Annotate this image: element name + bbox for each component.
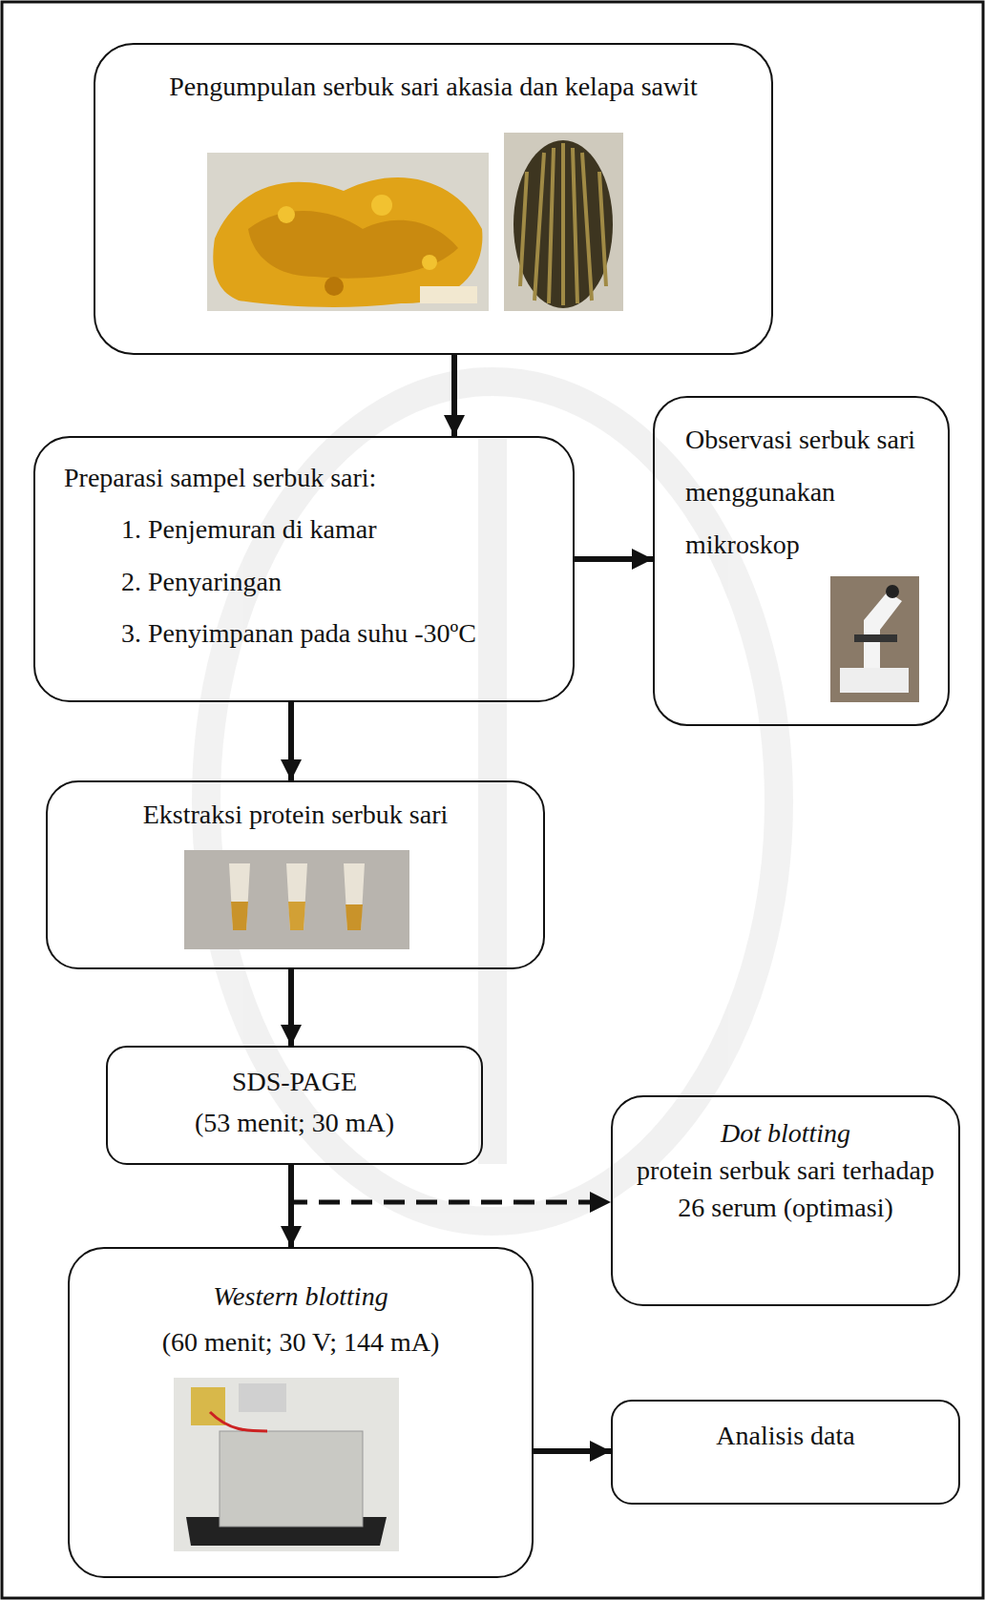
flow-arrow: [533, 1448, 611, 1455]
box-heading: Ekstraksi protein serbuk sari: [62, 797, 528, 833]
blotting-apparatus-photo: [173, 1378, 399, 1552]
box-text: (60 menit; 30 V; 144 mA): [84, 1320, 517, 1366]
box-heading: Pengumpulan serbuk sari akasia dan kelap…: [114, 69, 753, 105]
dashed-arrow: [291, 1165, 611, 1203]
process-box: Western blotting(60 menit; 30 V; 144 mA): [67, 1247, 534, 1579]
box-heading: SDS-PAGE: [119, 1061, 470, 1103]
box-text: 2. Penyaringan: [121, 565, 550, 600]
pollen-photo: [207, 152, 489, 312]
box-heading: Dot blotting: [626, 1114, 945, 1153]
box-text: protein serbuk sari terhadap 26 serum (o…: [626, 1152, 945, 1227]
process-box: Preparasi sampel serbuk sari: 1. Penjemur…: [33, 436, 575, 703]
process-box: SDS-PAGE(53 menit; 30 mA): [105, 1046, 483, 1166]
flow-arrow: [574, 556, 653, 563]
box-heading: Preparasi sampel serbuk sari:: [63, 461, 550, 496]
process-box: Pengumpulan serbuk sari akasia dan kelap…: [93, 42, 774, 356]
process-box: Observasi serbuk sari menggunakan mikros…: [652, 396, 950, 727]
flow-arrow: [288, 969, 294, 1047]
flow-arrow: [451, 355, 458, 437]
box-text: 1. Penjemuran di kamar: [121, 512, 550, 547]
box-heading: Observasi serbuk sari menggunakan mikros…: [685, 413, 935, 571]
box-text: (53 menit; 30 mA): [119, 1102, 470, 1144]
box-heading: Analisis data: [626, 1419, 945, 1454]
process-box: Analisis data: [610, 1400, 961, 1506]
process-box: Dot blottingprotein serbuk sari terhadap…: [610, 1095, 961, 1307]
flow-arrow: [288, 702, 294, 781]
process-box: Ekstraksi protein serbuk sari: [45, 780, 545, 970]
microscope-photo: [830, 576, 920, 703]
box-text: 3. Penyimpanan pada suhu -30ºC: [121, 616, 550, 651]
palm-flower-photo: [503, 132, 624, 312]
box-heading: Western blotting: [84, 1274, 517, 1321]
tubes-photo: [184, 850, 410, 950]
